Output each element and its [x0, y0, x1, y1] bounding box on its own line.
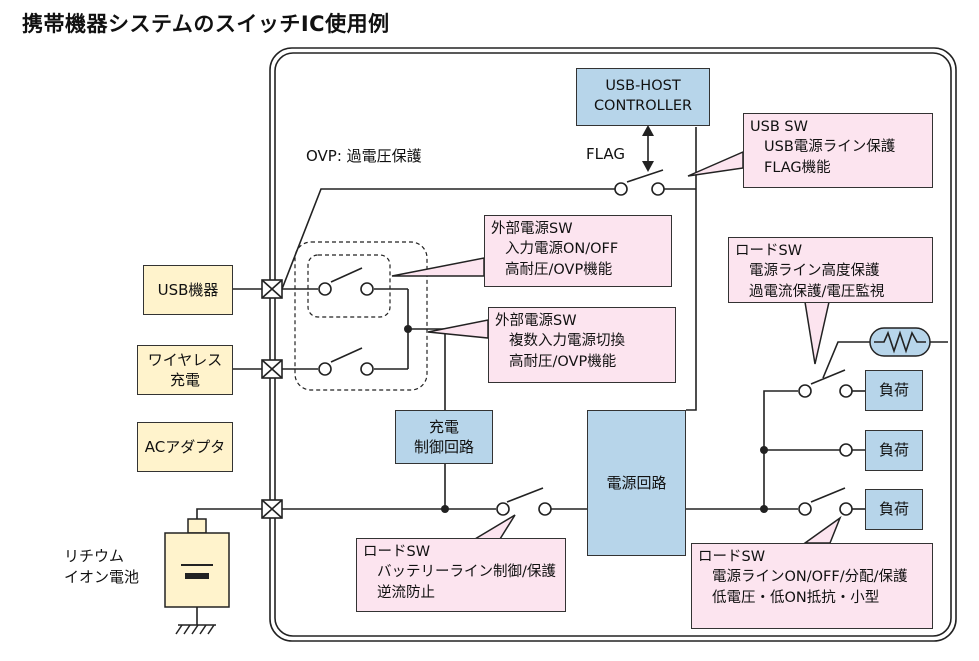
- callout-load-sw-bottom: ロードSW 電源ラインON/OFF/分配/保護 低電圧・低ON抵抗・小型: [691, 543, 933, 629]
- callout-title: ロードSW: [698, 549, 766, 565]
- device-frame-inner: [274, 52, 952, 637]
- callout-title: 外部電源SW: [495, 313, 577, 329]
- callout-line: バッテリーライン制御/保護: [377, 564, 556, 581]
- switch-contact: [651, 182, 665, 196]
- callout-line: 低電圧・低ON抵抗・小型: [712, 589, 880, 606]
- callout-line: 過電流保護/電圧監視: [749, 283, 885, 300]
- callout-line: 高耐圧/OVP機能: [509, 353, 617, 370]
- callout-line: USB電源ライン保護: [764, 139, 896, 156]
- battery-label: リチウム イオン電池: [64, 547, 140, 586]
- ovp-group-inner: [307, 254, 391, 318]
- arrow-up: [642, 125, 654, 136]
- load-box: 負荷: [865, 430, 923, 471]
- callout-usb-sw: USB SW USB電源ライン保護 FLAG機能: [743, 113, 933, 188]
- connector-wireless: [261, 359, 283, 379]
- callout-title: 外部電源SW: [491, 221, 573, 237]
- ground-icon: [175, 624, 215, 635]
- device-frame-outer: [269, 47, 957, 642]
- callout-load-sw-battery: ロードSW バッテリーライン制御/保護 逆流防止: [356, 538, 566, 612]
- junction-dot: [404, 325, 412, 333]
- ovp-label: OVP: 過電圧保護: [306, 147, 422, 165]
- arrow-down: [642, 161, 654, 172]
- usb-device-box: USB機器: [143, 265, 233, 315]
- callout-line: 複数入力電源切換: [509, 333, 625, 350]
- battery-icon: [164, 518, 230, 608]
- connector-usb: [261, 279, 283, 299]
- wireless-charging-box: ワイヤレス 充電: [137, 345, 233, 395]
- callout-line: 電源ライン高度保護: [749, 263, 880, 280]
- ac-adapter-box: ACアダプタ: [137, 422, 233, 472]
- callout-line: 逆流防止: [377, 584, 435, 601]
- diagram-title: 携帯機器システムのスイッチIC使用例: [22, 12, 390, 36]
- load-box: 負荷: [865, 489, 923, 530]
- callout-line: 入力電源ON/OFF: [505, 241, 619, 258]
- resistor-icon: [869, 327, 931, 357]
- connector-battery: [261, 499, 283, 519]
- wire-usb-to-usbsw: [281, 188, 620, 290]
- callout-line: 高耐圧/OVP機能: [505, 261, 613, 278]
- callout-line: FLAG機能: [764, 159, 831, 176]
- ovp-group-outer: [294, 241, 428, 391]
- callout-external-power-sw-2: 外部電源SW 複数入力電源切換 高耐圧/OVP機能: [488, 307, 676, 383]
- load-box: 負荷: [865, 370, 923, 411]
- callout-title: USB SW: [750, 119, 808, 135]
- callout-title: ロードSW: [735, 243, 803, 259]
- callout-line: 電源ラインON/OFF/分配/保護: [712, 569, 908, 586]
- flag-label: FLAG: [586, 145, 625, 163]
- callout-title: ロードSW: [363, 544, 431, 560]
- charge-control-circuit: 充電 制御回路: [395, 410, 493, 464]
- callout-external-power-sw-1: 外部電源SW 入力電源ON/OFF 高耐圧/OVP機能: [484, 215, 672, 287]
- power-circuit: 電源回路: [587, 410, 686, 556]
- callout-load-sw-top: ロードSW 電源ライン高度保護 過電流保護/電圧監視: [728, 237, 933, 303]
- switch-contact: [614, 182, 628, 196]
- usb-host-controller: USB-HOST CONTROLLER: [576, 68, 710, 126]
